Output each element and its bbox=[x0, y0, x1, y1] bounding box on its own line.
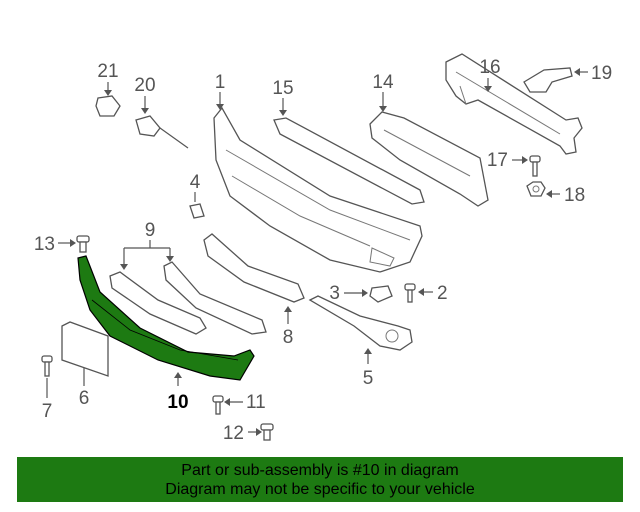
callout-3: 3 bbox=[329, 283, 340, 304]
callout-19: 19 bbox=[591, 63, 612, 84]
callout-1: 1 bbox=[215, 72, 226, 93]
callout-14: 14 bbox=[372, 72, 394, 93]
part-5-lower-bracket bbox=[308, 295, 413, 351]
banner-line-1: Part or sub-assembly is #10 in diagram bbox=[181, 462, 459, 479]
callout-labels: 1 2 3 4 5 6 7 8 9 10 11 12 13 14 15 16 1… bbox=[34, 57, 612, 444]
part-14-absorber bbox=[369, 111, 489, 207]
callout-5: 5 bbox=[363, 368, 374, 389]
part-10-spoiler-highlighted bbox=[77, 255, 255, 381]
part-9-grille-right bbox=[163, 261, 267, 335]
part-6-plate bbox=[61, 321, 109, 377]
part-19-bracket bbox=[523, 67, 573, 93]
part-13-push-clip bbox=[76, 235, 90, 253]
part-1-bumper-cover bbox=[213, 106, 423, 273]
part-7-screw bbox=[41, 355, 53, 377]
callout-18: 18 bbox=[564, 185, 585, 206]
leader-lines bbox=[46, 68, 588, 436]
part-18-nut bbox=[526, 181, 546, 197]
part-2-bolt bbox=[404, 283, 416, 303]
part-20-sensor bbox=[135, 115, 189, 149]
callout-15: 15 bbox=[272, 78, 293, 99]
callout-13: 13 bbox=[34, 234, 55, 255]
callout-2: 2 bbox=[437, 283, 448, 304]
info-banner: Part or sub-assembly is #10 in diagram D… bbox=[17, 457, 623, 502]
part-12-push-clip bbox=[260, 423, 274, 441]
callout-10: 10 bbox=[167, 392, 188, 413]
callout-12: 12 bbox=[223, 423, 244, 444]
part-4-clip bbox=[189, 203, 205, 219]
callout-6: 6 bbox=[79, 388, 90, 409]
part-9-grille-left bbox=[109, 271, 207, 335]
part-17-bolt bbox=[529, 155, 541, 177]
callout-9: 9 bbox=[145, 220, 156, 241]
part-15-upper-trim bbox=[273, 117, 425, 205]
part-21-sensor bbox=[95, 95, 121, 117]
banner-line-2: Diagram may not be specific to your vehi… bbox=[165, 481, 475, 498]
callout-21: 21 bbox=[97, 61, 118, 82]
parts-diagram: 1 2 3 4 5 6 7 8 9 10 11 12 13 14 15 16 1… bbox=[34, 53, 612, 444]
callout-17: 17 bbox=[487, 150, 508, 171]
callout-11: 11 bbox=[246, 392, 266, 413]
callout-4: 4 bbox=[190, 172, 201, 193]
part-3-clip bbox=[369, 285, 393, 303]
callout-16: 16 bbox=[479, 57, 500, 78]
callout-8: 8 bbox=[283, 327, 294, 348]
part-10-shape bbox=[77, 255, 255, 381]
callout-7: 7 bbox=[42, 401, 53, 422]
part-16-bumper-reinforcement bbox=[445, 53, 583, 155]
part-11-bolt bbox=[212, 395, 224, 415]
part-8-trim-strip bbox=[203, 233, 305, 303]
callout-20: 20 bbox=[134, 75, 155, 96]
